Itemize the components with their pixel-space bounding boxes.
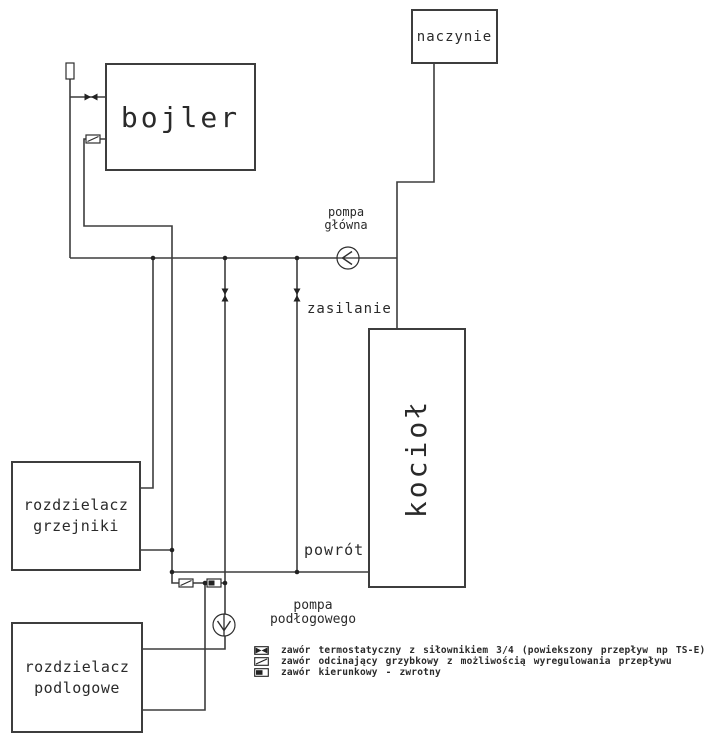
main-pump-label: pompa główna bbox=[314, 206, 378, 232]
legend-row-check: zawór kierunkowy - zwrotny bbox=[254, 666, 705, 678]
thermostatic-valve-icon bbox=[293, 288, 301, 302]
main-pump-icon bbox=[336, 246, 360, 270]
legend-row-shutoff: zawór odcinający grzybkowy z możliwością… bbox=[254, 655, 705, 667]
shutoff-valve-icon bbox=[254, 656, 269, 666]
supply-label: zasilanie bbox=[307, 301, 392, 317]
check-valve-icon bbox=[254, 667, 269, 677]
pipe-naczynie-drop bbox=[396, 63, 435, 329]
legend: zawór termostatyczny z siłownikiem 3/4 (… bbox=[254, 645, 705, 678]
rozdzielacz-podlogowe-line1: rozdzielacz bbox=[24, 657, 130, 676]
thermostatic-valve-icon bbox=[84, 93, 98, 101]
naczynie-box: naczynie bbox=[411, 9, 498, 64]
floor-pump-label-line1: pompa bbox=[293, 598, 333, 613]
main-pump-label-line2: główna bbox=[324, 218, 368, 232]
kociol-box: kocioł bbox=[368, 328, 466, 588]
main-pump-label-line1: pompa bbox=[327, 205, 365, 219]
junction-dots bbox=[150, 255, 300, 586]
rozdzielacz-grzejniki-line2: grzejniki bbox=[33, 517, 119, 535]
floor-pump-label: pompa podłogowego bbox=[254, 599, 372, 627]
shutoff-valve-icon bbox=[85, 134, 101, 144]
shutoff-valve-icon bbox=[178, 578, 194, 588]
legend-text-check: zawór kierunkowy - zwrotny bbox=[281, 666, 441, 678]
rozdzielacz-grzejniki-box: rozdzielacz grzejniki bbox=[11, 461, 141, 571]
legend-text-thermostatic: zawór termostatyczny z siłownikiem 3/4 (… bbox=[281, 644, 706, 656]
pipe-grzejniki-supply bbox=[140, 258, 154, 489]
legend-text-shutoff: zawór odcinający grzybkowy z możliwością… bbox=[281, 655, 672, 667]
rozdzielacz-podlogowe-label: rozdzielacz podlogowe bbox=[25, 657, 130, 699]
pipe-podlogowe-return bbox=[142, 583, 206, 711]
rozdzielacz-podlogowe-box: rozdzielacz podlogowe bbox=[11, 622, 143, 733]
rozdzielacz-podlogowe-line2: podlogowe bbox=[34, 678, 120, 697]
legend-row-thermostatic: zawór termostatyczny z siłownikiem 3/4 (… bbox=[254, 644, 706, 656]
thermostatic-valve-icon bbox=[221, 288, 229, 302]
naczynie-label: naczynie bbox=[416, 28, 493, 45]
thermostatic-valve-icon bbox=[254, 645, 269, 655]
check-valve-icon bbox=[206, 578, 222, 588]
floor-pump-label-line2: podłogowego bbox=[269, 612, 357, 627]
bojler-box: bojler bbox=[105, 63, 256, 171]
rozdzielacz-grzejniki-label: rozdzielacz grzejniki bbox=[24, 495, 129, 537]
rozdzielacz-grzejniki-line1: rozdzielacz bbox=[23, 496, 129, 514]
air-vent-icon bbox=[65, 62, 75, 80]
floor-pump-icon bbox=[212, 613, 236, 637]
bojler-label: bojler bbox=[120, 100, 241, 134]
return-label: powrót bbox=[304, 541, 365, 559]
kociol-label: kocioł bbox=[400, 398, 434, 518]
pipe-podlogowe-supply bbox=[142, 258, 226, 650]
